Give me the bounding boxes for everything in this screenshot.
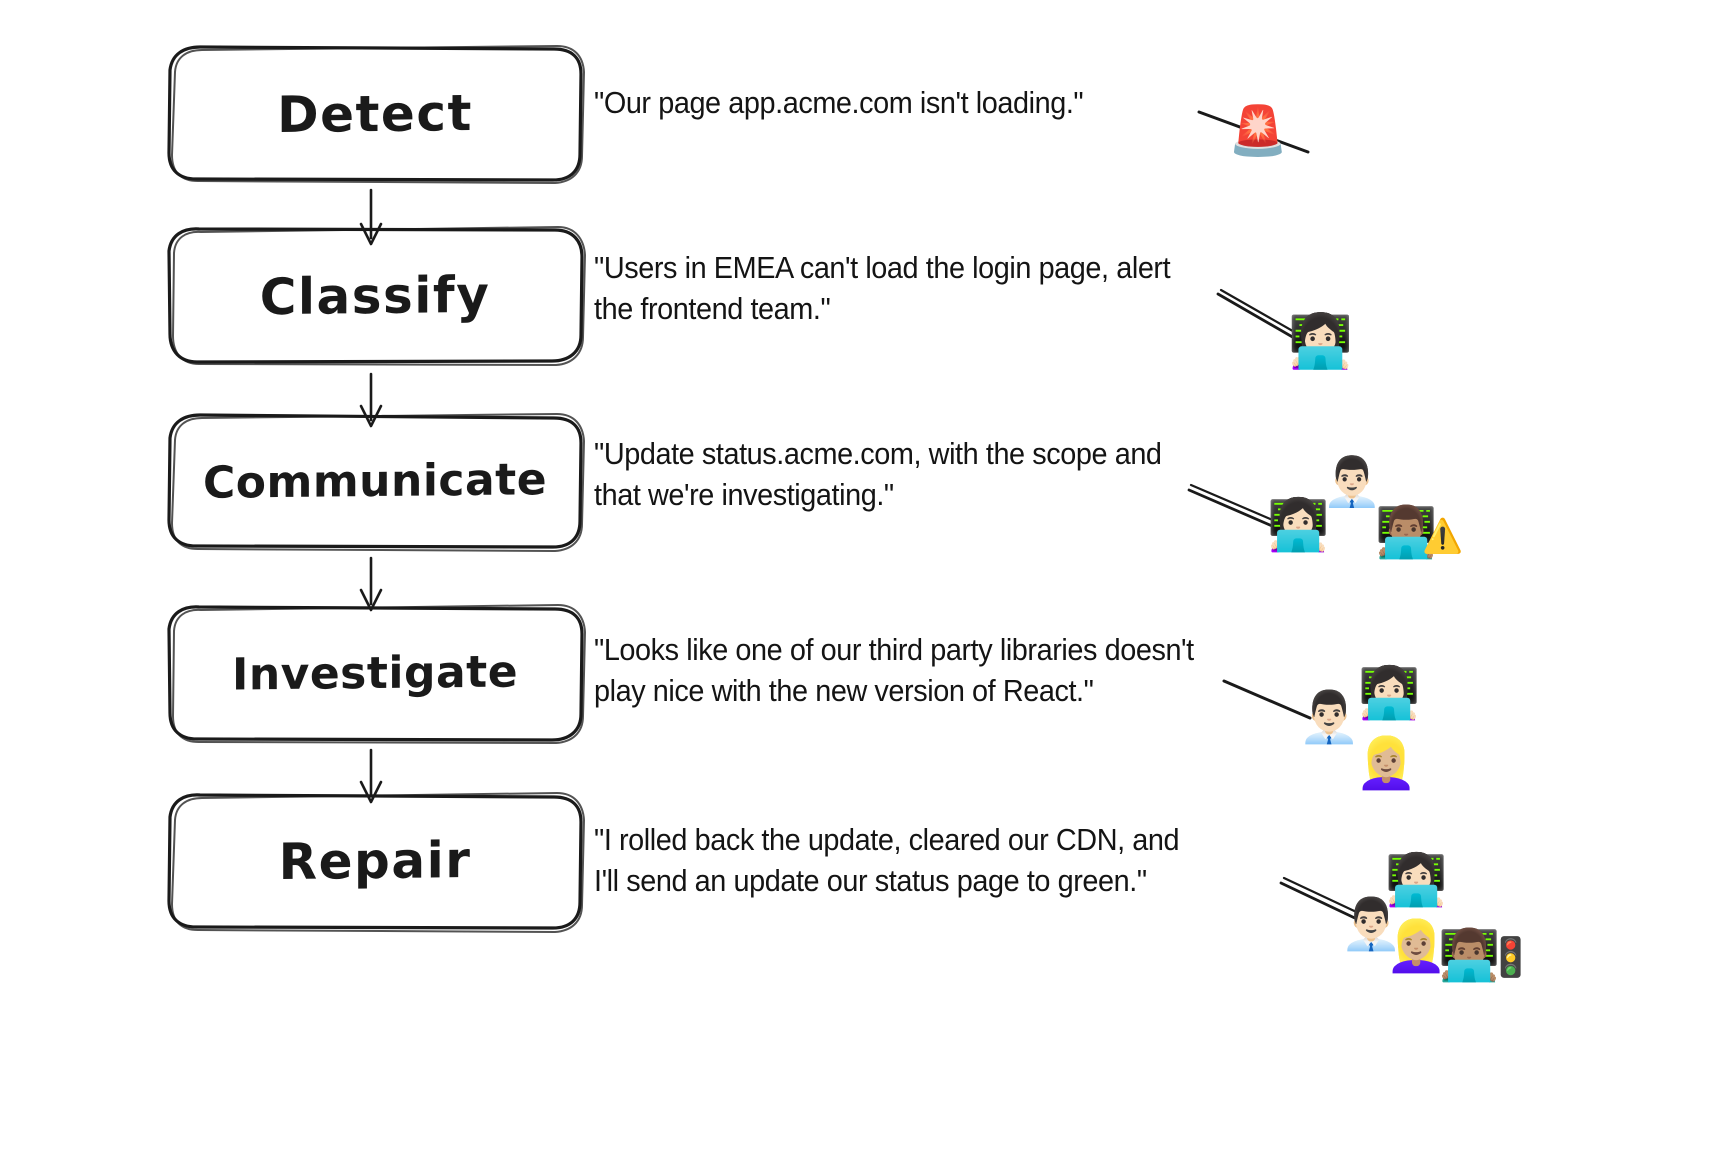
connector-line-classify <box>1216 288 1321 352</box>
quote-classify: "Users in EMEA can't load the login page… <box>594 250 1171 326</box>
man-technologist-emoji: 👨🏽‍💻 <box>1438 926 1501 984</box>
arrow-communicate-to-investigate <box>359 556 383 612</box>
connector-line-repair <box>1279 876 1384 931</box>
node-investigate[interactable]: Investigate <box>167 603 587 745</box>
connector-line-detect <box>1197 110 1310 154</box>
arrow-investigate-to-repair <box>359 748 383 804</box>
blonde-woman-technologist-emoji: 👱🏼‍♀️ <box>1385 917 1448 975</box>
blonde-woman-technologist-emoji: 👱🏼‍♀️ <box>1355 734 1418 792</box>
woman-technologist-emoji: 👩🏻‍💻 <box>1288 312 1353 372</box>
man-office-worker-emoji: 👨🏻‍💼 <box>1298 688 1361 746</box>
woman-technologist-emoji: 👩🏻‍💻 <box>1385 851 1448 909</box>
quote-repair: "I rolled back the update, cleared our C… <box>594 822 1180 898</box>
arrow-classify-to-communicate <box>359 372 383 428</box>
quote-detect: "Our page app.acme.com isn't loading." <box>594 85 1084 120</box>
sketch-box-outline <box>167 791 586 934</box>
node-label-classify: Classify <box>259 265 491 326</box>
woman-technologist-emoji: 👩🏻‍💻 <box>1267 496 1330 554</box>
node-label-detect: Detect <box>277 83 473 144</box>
node-communicate[interactable]: Communicate <box>167 412 586 553</box>
sketch-box-outline <box>167 603 587 745</box>
node-label-investigate: Investigate <box>231 646 519 701</box>
warning-sign-emoji: ⚠️ <box>1422 516 1464 555</box>
sketch-box-outline <box>167 225 587 367</box>
node-detect[interactable]: Detect <box>167 44 586 185</box>
woman-technologist-emoji: 👩🏻‍💻 <box>1358 664 1421 722</box>
node-label-communicate: Communicate <box>202 454 548 509</box>
connector-line-communicate <box>1187 483 1291 534</box>
node-repair[interactable]: Repair <box>167 791 586 934</box>
man-technologist-emoji: 👨🏽‍💻 <box>1375 503 1438 561</box>
quote-communicate: "Update status.acme.com, with the scope … <box>594 436 1162 512</box>
man-office-worker-emoji: 👨🏻‍💼 <box>1322 454 1382 510</box>
traffic-light-emoji: 🚦 <box>1487 935 1535 979</box>
sketch-box-outline <box>167 412 586 553</box>
rotating-light-emoji: 🚨 <box>1228 103 1288 159</box>
man-office-worker-emoji: 👨🏻‍💼 <box>1340 895 1403 953</box>
sketch-box-outline <box>167 44 586 185</box>
quote-investigate: "Looks like one of our third party libra… <box>594 632 1194 708</box>
connector-line-investigate <box>1222 679 1312 720</box>
node-classify[interactable]: Classify <box>167 225 587 367</box>
node-label-repair: Repair <box>278 830 472 891</box>
